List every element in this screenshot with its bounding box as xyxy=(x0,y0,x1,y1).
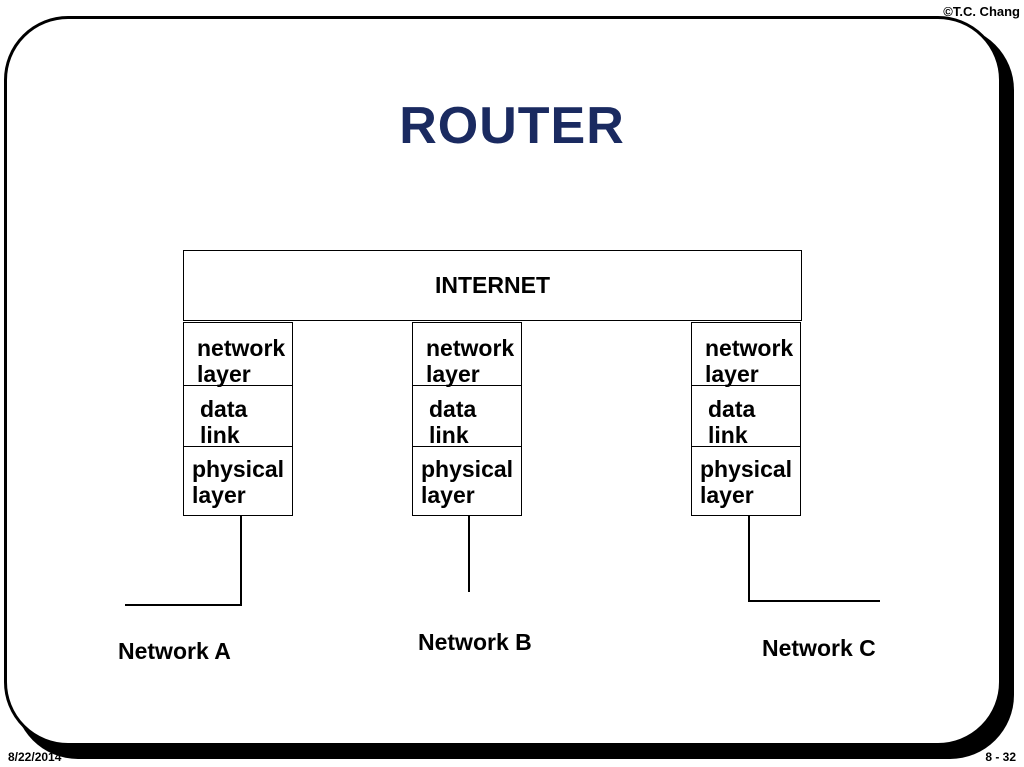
network-c-label: Network C xyxy=(762,635,876,661)
wire-c-horizontal xyxy=(748,600,880,602)
data-link-cell: data link xyxy=(691,386,801,448)
physical-layer-cell: physical layer xyxy=(691,447,801,516)
protocol-stack-c: network layer data link physical layer xyxy=(691,322,801,516)
network-a-label: Network A xyxy=(118,638,231,664)
data-link-cell: data link xyxy=(183,386,293,448)
internet-box: INTERNET xyxy=(183,250,802,321)
internet-label: INTERNET xyxy=(435,272,550,298)
wire-c-vertical xyxy=(748,515,750,601)
wire-a-vertical xyxy=(240,515,242,606)
protocol-stack-a: network layer data link physical layer xyxy=(183,322,293,516)
network-layer-cell: network layer xyxy=(412,322,522,387)
slide-frame xyxy=(4,16,1002,746)
network-b-label: Network B xyxy=(418,629,532,655)
footer-page-number: 8 - 32 xyxy=(985,750,1016,764)
protocol-stack-b: network layer data link physical layer xyxy=(412,322,522,516)
wire-b-vertical xyxy=(468,515,470,592)
footer-date: 8/22/2014 xyxy=(8,750,62,764)
network-layer-cell: network layer xyxy=(691,322,801,387)
wire-a-horizontal xyxy=(125,604,242,606)
network-layer-cell: network layer xyxy=(183,322,293,387)
copyright-label: ©T.C. Chang xyxy=(943,4,1020,19)
slide-title: ROUTER xyxy=(399,97,625,155)
physical-layer-cell: physical layer xyxy=(183,447,293,516)
physical-layer-cell: physical layer xyxy=(412,447,522,516)
data-link-cell: data link xyxy=(412,386,522,448)
